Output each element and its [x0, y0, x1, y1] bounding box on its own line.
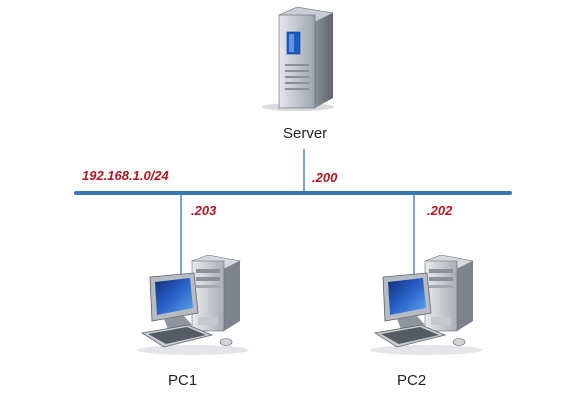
server-tower-icon: [262, 6, 334, 111]
pc2-label: PC2: [397, 372, 427, 389]
pc1-ip-label: .203: [191, 203, 217, 218]
pc2-computer-icon: [370, 255, 482, 355]
pc1-computer-icon: [137, 255, 249, 355]
pc2-ip-label: .202: [427, 203, 453, 218]
subnet-label: 192.168.1.0/24: [82, 168, 169, 183]
server-ip-label: .200: [312, 170, 338, 185]
server-label: Server: [283, 125, 328, 142]
pc1-label: PC1: [168, 372, 198, 389]
